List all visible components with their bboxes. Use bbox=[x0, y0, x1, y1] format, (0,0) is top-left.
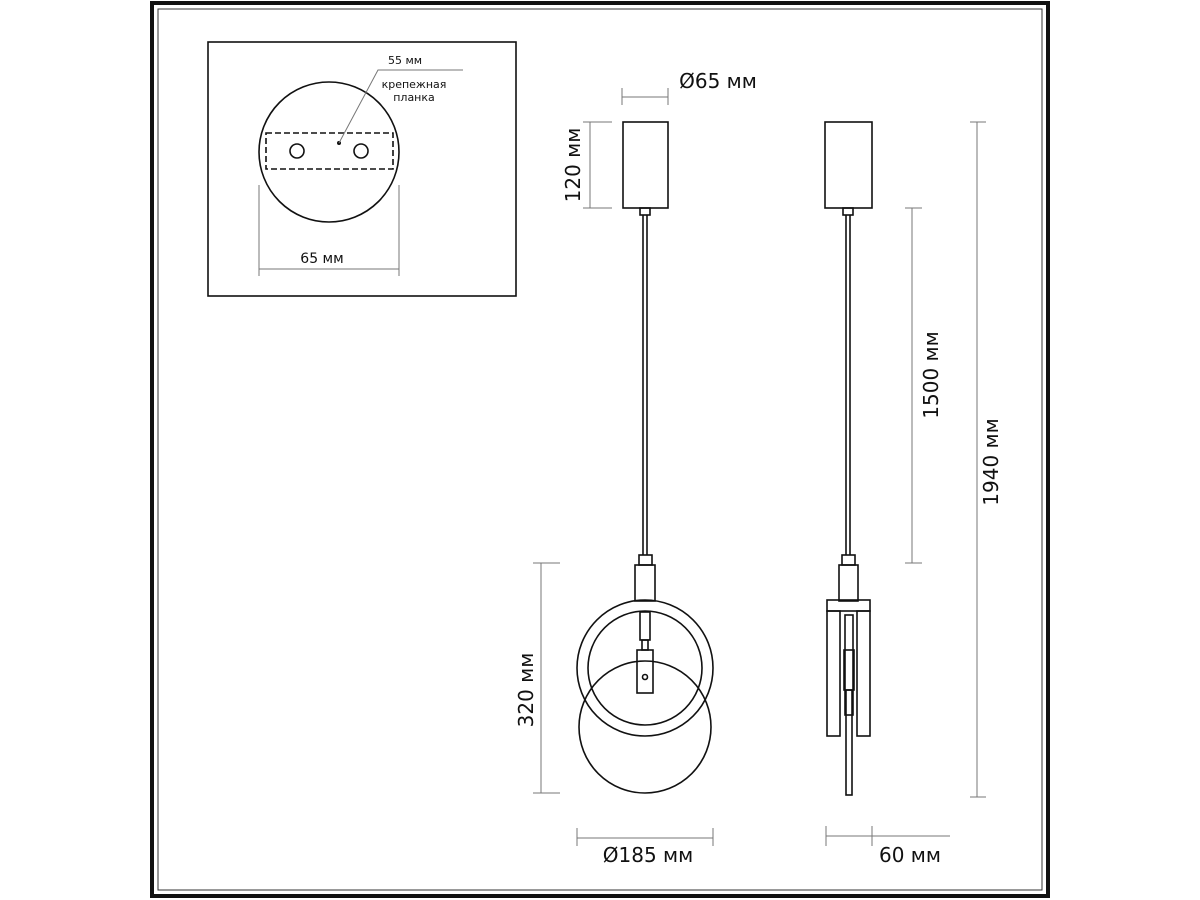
bracket-size-label: 55 мм bbox=[388, 54, 422, 67]
shade-disc bbox=[578, 660, 712, 794]
canopy-side bbox=[824, 121, 873, 209]
canopy-diameter-label: Ø65 мм bbox=[679, 69, 757, 93]
inset-box bbox=[207, 41, 517, 297]
cable-length-label: 1500 мм bbox=[919, 331, 943, 418]
canopy-height-label: 120 мм bbox=[561, 128, 585, 203]
ring-inner bbox=[587, 610, 703, 726]
outer-frame bbox=[150, 1, 1050, 898]
screw-hole-left bbox=[289, 143, 305, 159]
inset-canopy-top-view: 55 мм крепежная планка 65 мм bbox=[207, 41, 517, 297]
canopy bbox=[622, 121, 669, 209]
side-view: 1500 мм 1940 мм 60 мм bbox=[824, 121, 1003, 867]
crossbar bbox=[826, 599, 871, 612]
bracket-label-2: планка bbox=[393, 91, 435, 104]
shade-height-label: 320 мм bbox=[514, 653, 538, 728]
leader-line bbox=[338, 69, 463, 144]
bracket-label-1: крепежная bbox=[382, 78, 447, 91]
ring-outer bbox=[576, 599, 714, 737]
front-view: Ø65 мм 120 мм 320 мм Ø185 мм bbox=[514, 69, 757, 867]
shade-diameter-label: Ø185 мм bbox=[603, 843, 693, 867]
canopy-width-label: 65 мм bbox=[300, 251, 343, 267]
lamp-holder bbox=[634, 564, 656, 602]
total-height-label: 1940 мм bbox=[979, 418, 1003, 505]
canopy-circle bbox=[258, 81, 400, 223]
screw-hole-right bbox=[353, 143, 369, 159]
mounting-bracket-dashed bbox=[265, 132, 394, 170]
shade-depth-label: 60 мм bbox=[879, 843, 941, 867]
inner-frame bbox=[157, 8, 1043, 891]
blade bbox=[845, 689, 853, 796]
